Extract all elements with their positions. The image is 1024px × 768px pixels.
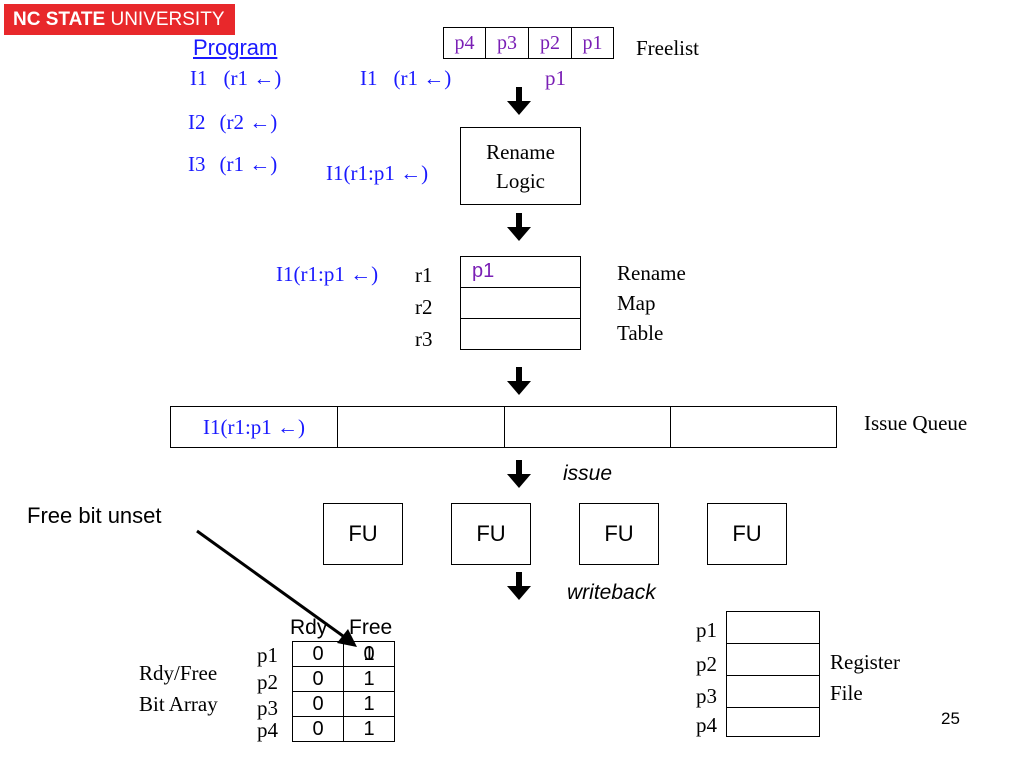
freelist-entry: p4 <box>443 27 486 59</box>
page-number: 25 <box>941 709 960 728</box>
issue-queue-entry <box>670 406 837 448</box>
freelist-entry: p3 <box>485 27 529 59</box>
rename-logic-input: I1(r1:p1 ←) <box>326 161 429 185</box>
register-file-entry <box>726 643 820 676</box>
rename-map-input: I1(r1:p1 ←) <box>276 262 379 286</box>
issue-queue-entry <box>504 406 671 448</box>
freelist-popped-reg: p1 <box>545 66 566 90</box>
university-logo: NC STATE UNIVERSITY <box>4 4 235 35</box>
free-bit-previous-value: 1 <box>363 643 375 665</box>
writeback-label: writeback <box>567 581 656 604</box>
free-bit-annotation: Free bit unset <box>27 503 162 528</box>
register-file-entry <box>726 707 820 737</box>
register-file-title: Register File <box>830 650 900 705</box>
issue-queue-title: Issue Queue <box>864 411 968 435</box>
free-bit: 1 <box>343 666 395 692</box>
rdy-bit: 0 <box>292 691 344 717</box>
rdy-bit: 0 <box>292 716 344 742</box>
rename-map-entry <box>460 318 581 350</box>
free-bit: 1 0 <box>343 641 395 667</box>
functional-unit: FU <box>323 503 403 565</box>
register-file-reg-label: p2 <box>696 652 717 676</box>
bit-array-reg-label: p1 <box>257 643 278 667</box>
issue-queue-entry <box>337 406 505 448</box>
free-bit: 1 <box>343 716 395 742</box>
bit-array-title: Rdy/Free Bit Array <box>139 661 218 716</box>
program-line-1: I1(r1 ←) <box>190 66 282 90</box>
free-bit: 1 <box>343 691 395 717</box>
rename-logic-label-2: Logic <box>496 169 545 193</box>
rename-map-title: Rename Map Table <box>617 261 686 345</box>
rename-map-reg-label: r3 <box>415 327 433 351</box>
register-file-reg-label: p3 <box>696 684 717 708</box>
rename-map-entry <box>460 287 581 319</box>
functional-unit: FU <box>451 503 531 565</box>
free-bit-current-value: 0 <box>363 643 375 665</box>
register-file-reg-label: p1 <box>696 618 717 642</box>
program-title: Program <box>193 35 278 60</box>
program-line-3: I3(r1 ←) <box>188 152 278 176</box>
program-line-2: I2(r2 ←) <box>188 110 278 134</box>
bit-array-reg-label: p4 <box>257 718 278 742</box>
rename-map-reg-label: r1 <box>415 263 433 287</box>
register-file-entry <box>726 611 820 644</box>
rename-map-reg-label: r2 <box>415 295 433 319</box>
rename-logic-box: Rename Logic <box>460 127 581 205</box>
issue-queue-entry: I1(r1:p1 ←) <box>170 406 338 448</box>
freelist-title: Freelist <box>636 36 699 60</box>
logo-bold-text: NC STATE <box>13 9 106 30</box>
rdy-bit: 0 <box>292 666 344 692</box>
rdy-bit: 0 <box>292 641 344 667</box>
rename-logic-label-1: Rename <box>486 140 555 164</box>
free-column-header: Free <box>349 616 393 639</box>
register-file-reg-label: p4 <box>696 713 717 737</box>
rename-map-entry: p1 <box>460 256 581 288</box>
bit-array-reg-label: p3 <box>257 696 278 720</box>
issue-label: issue <box>563 462 613 485</box>
register-file-entry <box>726 675 820 708</box>
freelist-entry: p2 <box>528 27 572 59</box>
freelist-entry: p1 <box>571 27 614 59</box>
functional-unit: FU <box>579 503 659 565</box>
rdy-column-header: Rdy <box>290 616 328 639</box>
functional-unit: FU <box>707 503 787 565</box>
logo-rest-text: UNIVERSITY <box>110 9 225 30</box>
bit-array-reg-label: p2 <box>257 670 278 694</box>
fetched-instruction: I1(r1 ←) <box>360 66 452 90</box>
